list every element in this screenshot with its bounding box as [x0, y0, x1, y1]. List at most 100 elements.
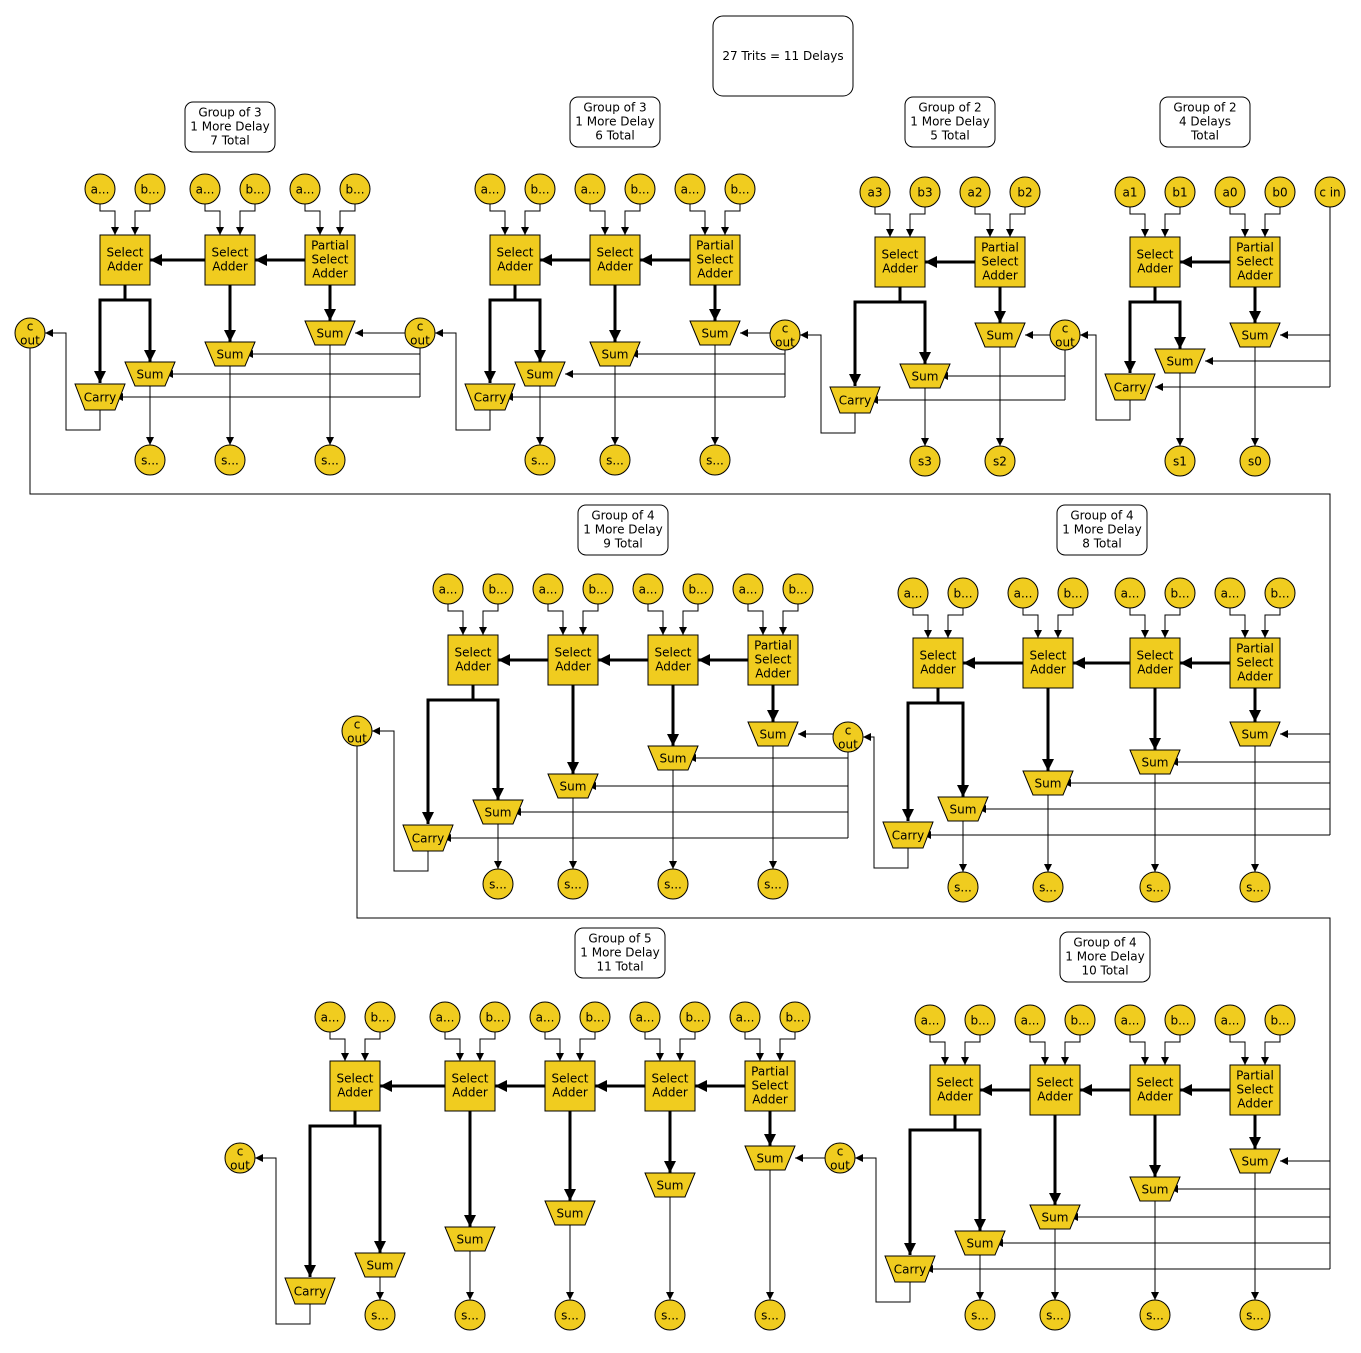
g4-input-a-wire — [204, 204, 224, 235]
g6-sum-2-label: Sum — [660, 752, 687, 766]
g6-input-b-wire — [579, 604, 599, 635]
g4-select-adder-0-line-1: Select — [106, 246, 143, 260]
g2-sum-0-label: Sum — [912, 370, 939, 384]
g6-input-b-wire — [679, 604, 699, 635]
g1-caption-box-caption-line-1: Group of 2 — [1173, 101, 1236, 115]
g6-cout-node-label-line-2: out — [838, 738, 858, 752]
g7-output-s-1 — [1039, 1299, 1071, 1331]
g5-caption-box-caption-line-2: 1 More Delay — [1062, 523, 1141, 537]
g5-input-a-2-label: a... — [1121, 587, 1140, 601]
g5-input-a-wire — [1129, 608, 1149, 638]
g5-input-b-wire — [1161, 608, 1181, 638]
g8-select-adder-0 — [329, 1060, 381, 1112]
g7-input-b-wire — [961, 1035, 981, 1065]
g7-partial-select-adder-3-line-2: Select — [1236, 1083, 1273, 1097]
g1-partial-select-adder-1-line-1: Partial — [1236, 241, 1274, 255]
g6-input-b-3-label: b... — [788, 583, 807, 597]
title-box: 27 Trits = 11 Delays — [712, 15, 854, 97]
g5-sum-1 — [1022, 770, 1074, 796]
g6-output-s-3-label: s... — [764, 878, 782, 892]
g7-output-s-0-label: s... — [971, 1309, 989, 1323]
g6-input-a-wire — [647, 604, 667, 635]
g6-select-adder-2 — [647, 634, 699, 686]
g4-input-b-wire — [336, 204, 356, 235]
g2-caption-box — [904, 96, 996, 148]
g7-output-s-0 — [964, 1299, 996, 1331]
g3-input-b-wire — [721, 204, 741, 235]
g2-branch-carry — [849, 300, 900, 386]
g8-input-b-2 — [579, 1001, 611, 1033]
g3-output-s-1-label: s... — [606, 454, 624, 468]
g6-cout-node — [832, 721, 864, 753]
g4-input-a-2 — [289, 173, 321, 205]
g6-output-s-3 — [757, 868, 789, 900]
g4-sum-2 — [304, 320, 356, 346]
g8-sum-0 — [354, 1252, 406, 1278]
g1-input-a-wire — [1129, 207, 1149, 237]
g1-input-b-0-label: b1 — [1172, 186, 1187, 200]
g1-caption-box — [1159, 96, 1251, 148]
g3-sum-2-label: Sum — [702, 327, 729, 341]
g7-carry-unit — [884, 1255, 936, 1283]
g4-select-adder-1 — [204, 234, 256, 286]
g6-sum-0-label: Sum — [485, 806, 512, 820]
carry-in-node-label: c in — [1319, 186, 1340, 200]
row1-to-row2-route — [29, 348, 1331, 835]
g8-input-b-wire — [676, 1032, 696, 1061]
g4-input-b-1 — [239, 173, 271, 205]
g5-output-s-1-label: s... — [1039, 881, 1057, 895]
g5-input-b-3-label: b... — [1270, 587, 1289, 601]
g3-select-adder-1 — [589, 234, 641, 286]
g8-input-b-wire — [776, 1032, 796, 1061]
g4-branch-sum — [125, 298, 156, 362]
g2-input-a-1-label: a2 — [968, 186, 983, 200]
g4-caption-box-caption-line-1: Group of 3 — [198, 106, 261, 120]
g8-input-a-1 — [429, 1001, 461, 1033]
g5-input-a-2 — [1114, 577, 1146, 609]
g6-output-s-1 — [557, 868, 589, 900]
g6-caption-box — [577, 504, 669, 556]
g8-input-a-wire — [744, 1032, 764, 1061]
g4-sum-0 — [124, 361, 176, 387]
g7-branch-carry — [904, 1128, 955, 1255]
g8-input-a-2-label: a... — [536, 1011, 555, 1025]
g6-input-a-2 — [632, 573, 664, 605]
g6-sum-3-label: Sum — [760, 728, 787, 742]
g8-sum-0-label: Sum — [367, 1259, 394, 1273]
g5-sum-2-label: Sum — [1142, 756, 1169, 770]
g3-output-s-1 — [599, 444, 631, 476]
g3-caption-box-caption-line-2: 1 More Delay — [575, 115, 654, 129]
g6-carry-unit — [402, 824, 454, 852]
g4-partial-select-adder-2-line-2: Select — [311, 253, 348, 267]
g3-carry-unit — [464, 383, 516, 411]
g6-output-s-2-label: s... — [664, 878, 682, 892]
g4-input-a-1-label: a... — [196, 183, 215, 197]
g7-sum-2 — [1129, 1176, 1181, 1202]
g5-input-b-wire — [1261, 608, 1281, 638]
g8-input-a-3-label: a... — [636, 1011, 655, 1025]
g2-output-s-1 — [984, 445, 1016, 477]
g7-output-s-2 — [1139, 1299, 1171, 1331]
g1-carry-out-wire — [1080, 331, 1131, 421]
g8-input-b-4-label: b... — [785, 1011, 804, 1025]
g4-input-a-1 — [189, 173, 221, 205]
g5-sum-1-label: Sum — [1035, 777, 1062, 791]
g1-output-s-1 — [1239, 445, 1271, 477]
g4-output-s-0-label: s... — [141, 454, 159, 468]
g7-select-adder-2-line-1: Select — [1136, 1076, 1173, 1090]
g1-sum-1-label: Sum — [1242, 329, 1269, 343]
g3-cout-node-label-line-1: c — [782, 322, 789, 336]
g5-sum-0-label: Sum — [950, 803, 977, 817]
g6-sum-1-label: Sum — [560, 780, 587, 794]
g2-input-b-0-label: b3 — [917, 186, 932, 200]
g8-input-a-wire — [444, 1032, 464, 1061]
g2-cout-node-label-line-1: c — [1062, 322, 1069, 336]
g5-input-b-wire — [1054, 608, 1074, 638]
g1-input-a-1-label: a0 — [1223, 186, 1238, 200]
g6-select-adder-0-line-2: Adder — [455, 660, 491, 674]
g7-caption-box-caption-line-2: 1 More Delay — [1065, 950, 1144, 964]
g7-output-s-1-label: s... — [1046, 1309, 1064, 1323]
g5-sum-2 — [1129, 749, 1181, 775]
g6-carry-unit-label: Carry — [412, 832, 445, 846]
g1-input-b-1 — [1264, 176, 1296, 208]
